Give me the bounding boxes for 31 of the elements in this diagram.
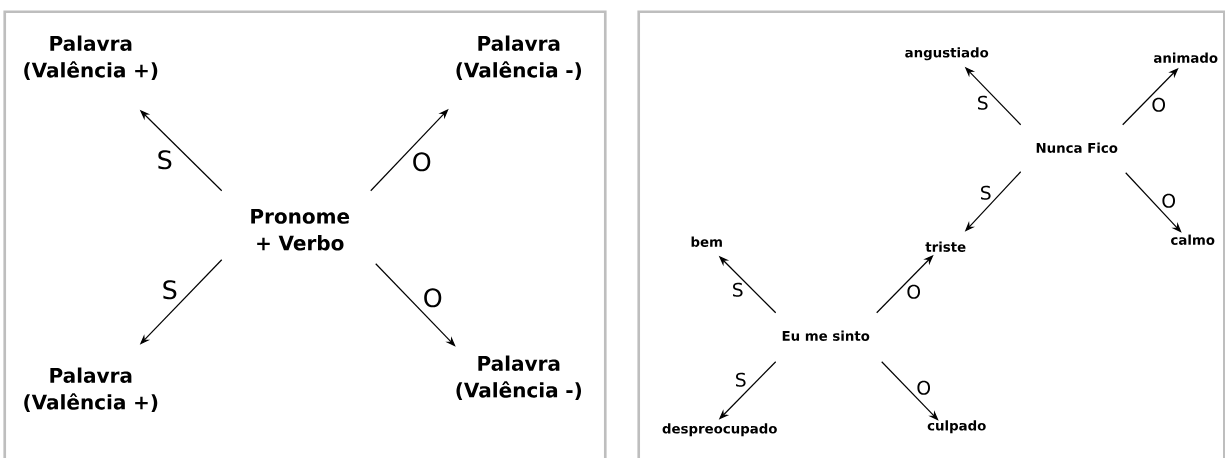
word-label: Pronome + Verbo <box>251 209 350 251</box>
word-label: animado <box>1153 52 1218 63</box>
arrow <box>881 361 939 421</box>
edge-label: O <box>1152 97 1165 112</box>
word-label: triste <box>925 241 966 252</box>
edge-label: S <box>981 185 991 200</box>
word-label: Palavra (Valência +) <box>24 367 158 412</box>
word-label: Palavra (Valência -) <box>456 355 581 400</box>
word-label: Palavra (Valência +) <box>24 35 158 80</box>
edge-label: O <box>1162 193 1175 208</box>
word-label: Nunca Fico <box>1036 142 1118 153</box>
edge-label: O <box>413 152 431 172</box>
arrow <box>1125 172 1182 233</box>
edge-label: S <box>978 95 988 110</box>
edge-label: S <box>163 280 177 300</box>
panel-frame <box>637 10 1225 458</box>
word-label: bem <box>691 236 722 247</box>
word-label: despreocupado <box>662 423 777 437</box>
edge-label: O <box>917 380 930 395</box>
word-label: Palavra (Valência -) <box>456 35 581 80</box>
edge-label: S <box>158 150 172 170</box>
edge-label: O <box>907 284 920 299</box>
edge-label: S <box>736 372 746 387</box>
word-label: Eu me sinto <box>782 330 870 341</box>
word-label: culpado <box>927 420 986 434</box>
arrow <box>375 263 456 347</box>
panel-frame <box>3 10 607 458</box>
word-label: calmo <box>1171 234 1215 245</box>
word-label: angustiado <box>905 47 989 61</box>
edge-label: O <box>424 288 442 308</box>
edge-label: S <box>733 282 743 297</box>
